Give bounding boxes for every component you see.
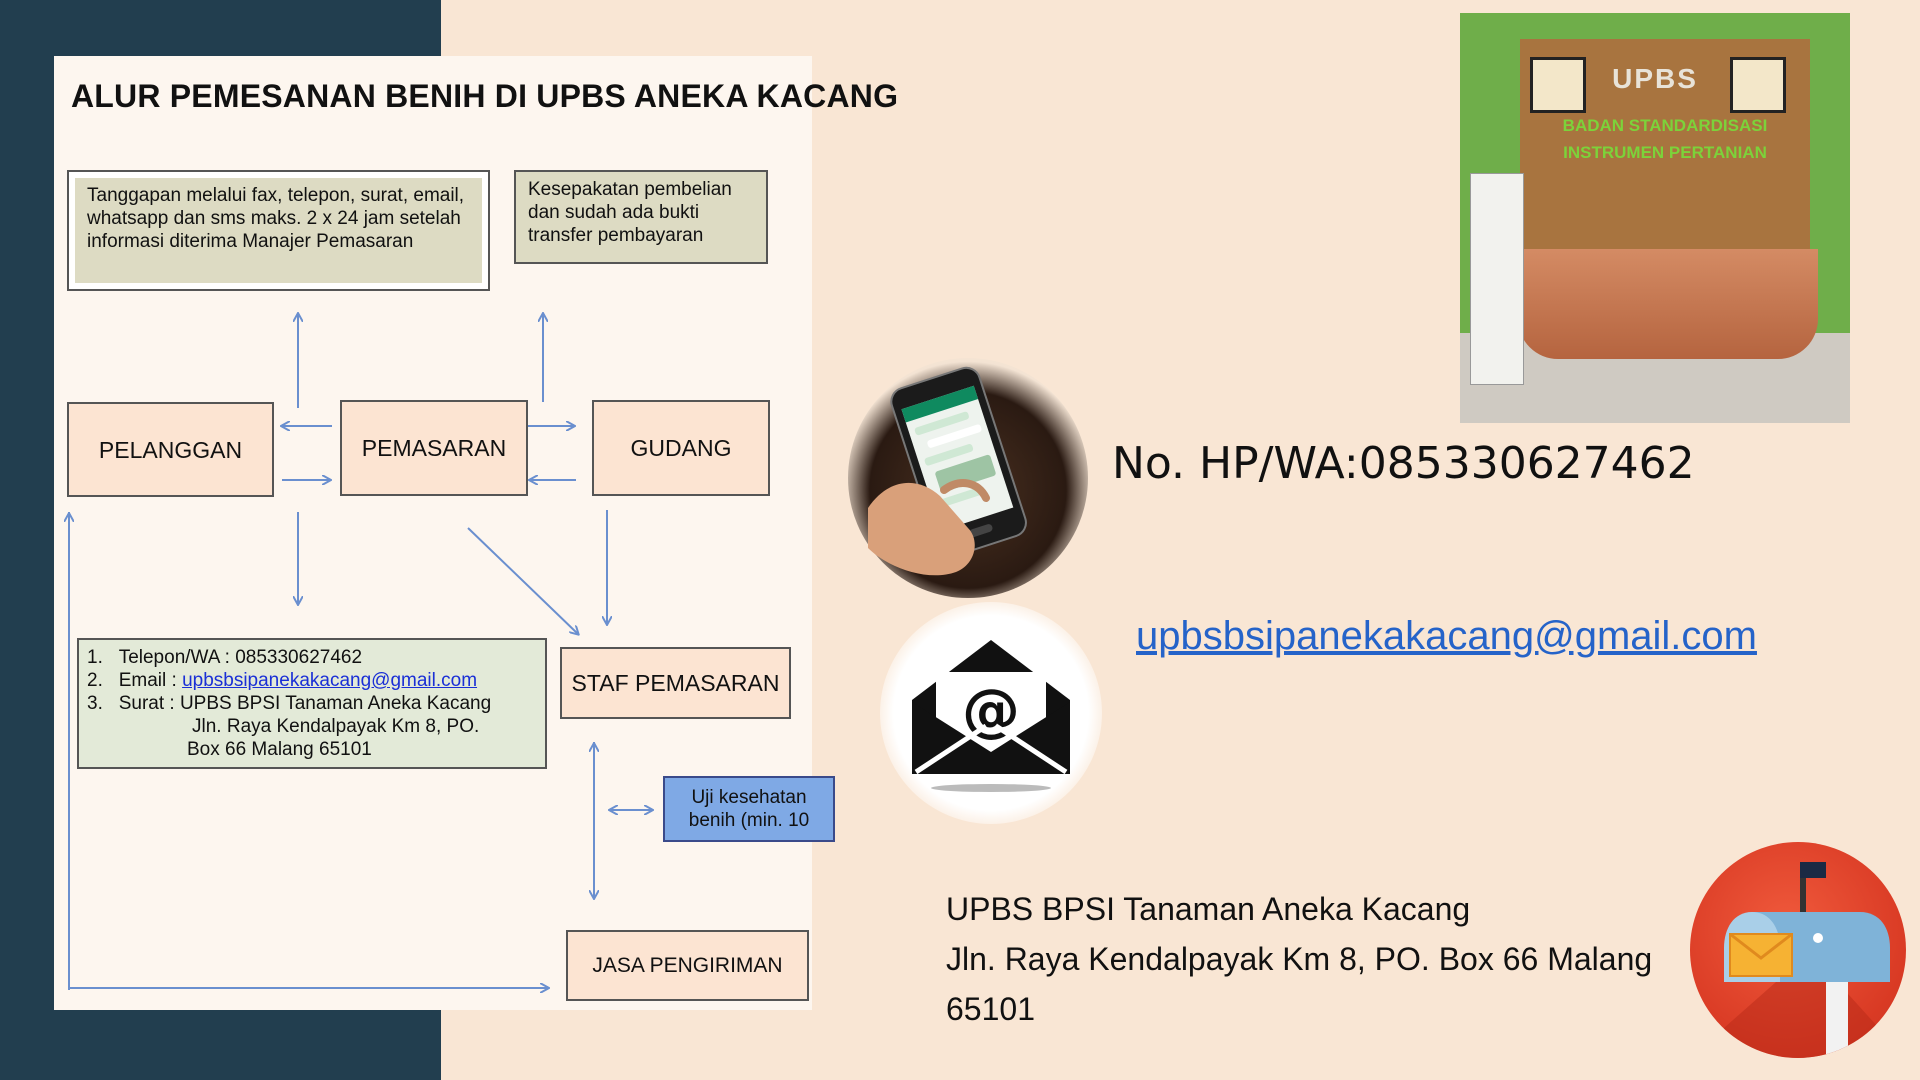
address-line1: UPBS BPSI Tanaman Aneka Kacang [946,891,1471,927]
node-jasa-pengiriman: JASA PENGIRIMAN [566,930,809,1001]
phone-hand-icon [848,358,1088,598]
node-pelanggan: PELANGGAN [67,402,274,497]
emblem-right-icon [1730,57,1786,113]
contact-list-item-surat: 3. Surat : UPBS BPSI Tanaman Aneka Kacan… [87,693,492,714]
mailbox-icon [1690,842,1906,1058]
arrow-return-loop [68,512,548,989]
contact-list-surat-line2: Jln. Raya Kendalpayak Km 8, PO. [192,716,480,737]
note-tanggapan: Tanggapan melalui fax, telepon, surat, e… [75,178,482,283]
contact-address: UPBS BPSI Tanaman Aneka Kacang Jln. Raya… [946,884,1652,1034]
contact-list-box: 1. Telepon/WA : 085330627462 2. Email : … [77,638,547,769]
contact-email-link[interactable]: upbsbsipanekakacang@gmail.com [1136,614,1757,658]
photo-banner-stand [1470,173,1524,385]
contact-list-email-link[interactable]: upbsbsipanekakacang@gmail.com [182,670,478,691]
photo-sign-line2: INSTRUMEN PERTANIAN [1563,143,1767,162]
photo-reception-desk [1518,249,1818,359]
diagram-title: ALUR PEMESANAN BENIH DI UPBS ANEKA KACAN… [71,78,899,114]
note-kesepakatan: Kesepakatan pembelian dan sudah ada bukt… [514,170,768,264]
office-reception-photo: UPBS BADAN STANDARDISASI INSTRUMEN PERTA… [1460,13,1850,423]
envelope-at-icon: @ [880,602,1102,824]
node-staf-pemasaran: STAF PEMASARAN [560,647,791,719]
photo-sign-upbs: UPBS [1612,63,1698,94]
mailbox-graphic [1690,862,1906,1058]
phone-hand-graphic [868,366,1027,576]
arrow-pemasaran-to-staf [467,527,578,634]
address-line2: Jln. Raya Kendalpayak Km 8, PO. Box 66 M… [946,941,1653,977]
photo-sign-line1: BADAN STANDARDISASI [1562,116,1768,135]
contact-list-item-phone: 1. Telepon/WA : 085330627462 [87,647,363,668]
node-uji-kesehatan: Uji kesehatan benih (min. 10 [663,776,835,842]
node-gudang: GUDANG [592,400,770,496]
envelope-graphic: @ [912,640,1070,792]
contact-phone-text: No. HP/WA:085330627462 [1112,438,1695,489]
contact-list-surat-line3: Box 66 Malang 65101 [187,739,372,760]
node-pemasaran: PEMASARAN [340,400,528,496]
contact-list-item-email: 2. Email : upbsbsipanekakacang@gmail.com [87,670,478,691]
note-tanggapan-frame: Tanggapan melalui fax, telepon, surat, e… [67,170,490,291]
emblem-left-icon [1530,57,1586,113]
address-line3: 65101 [946,991,1035,1027]
